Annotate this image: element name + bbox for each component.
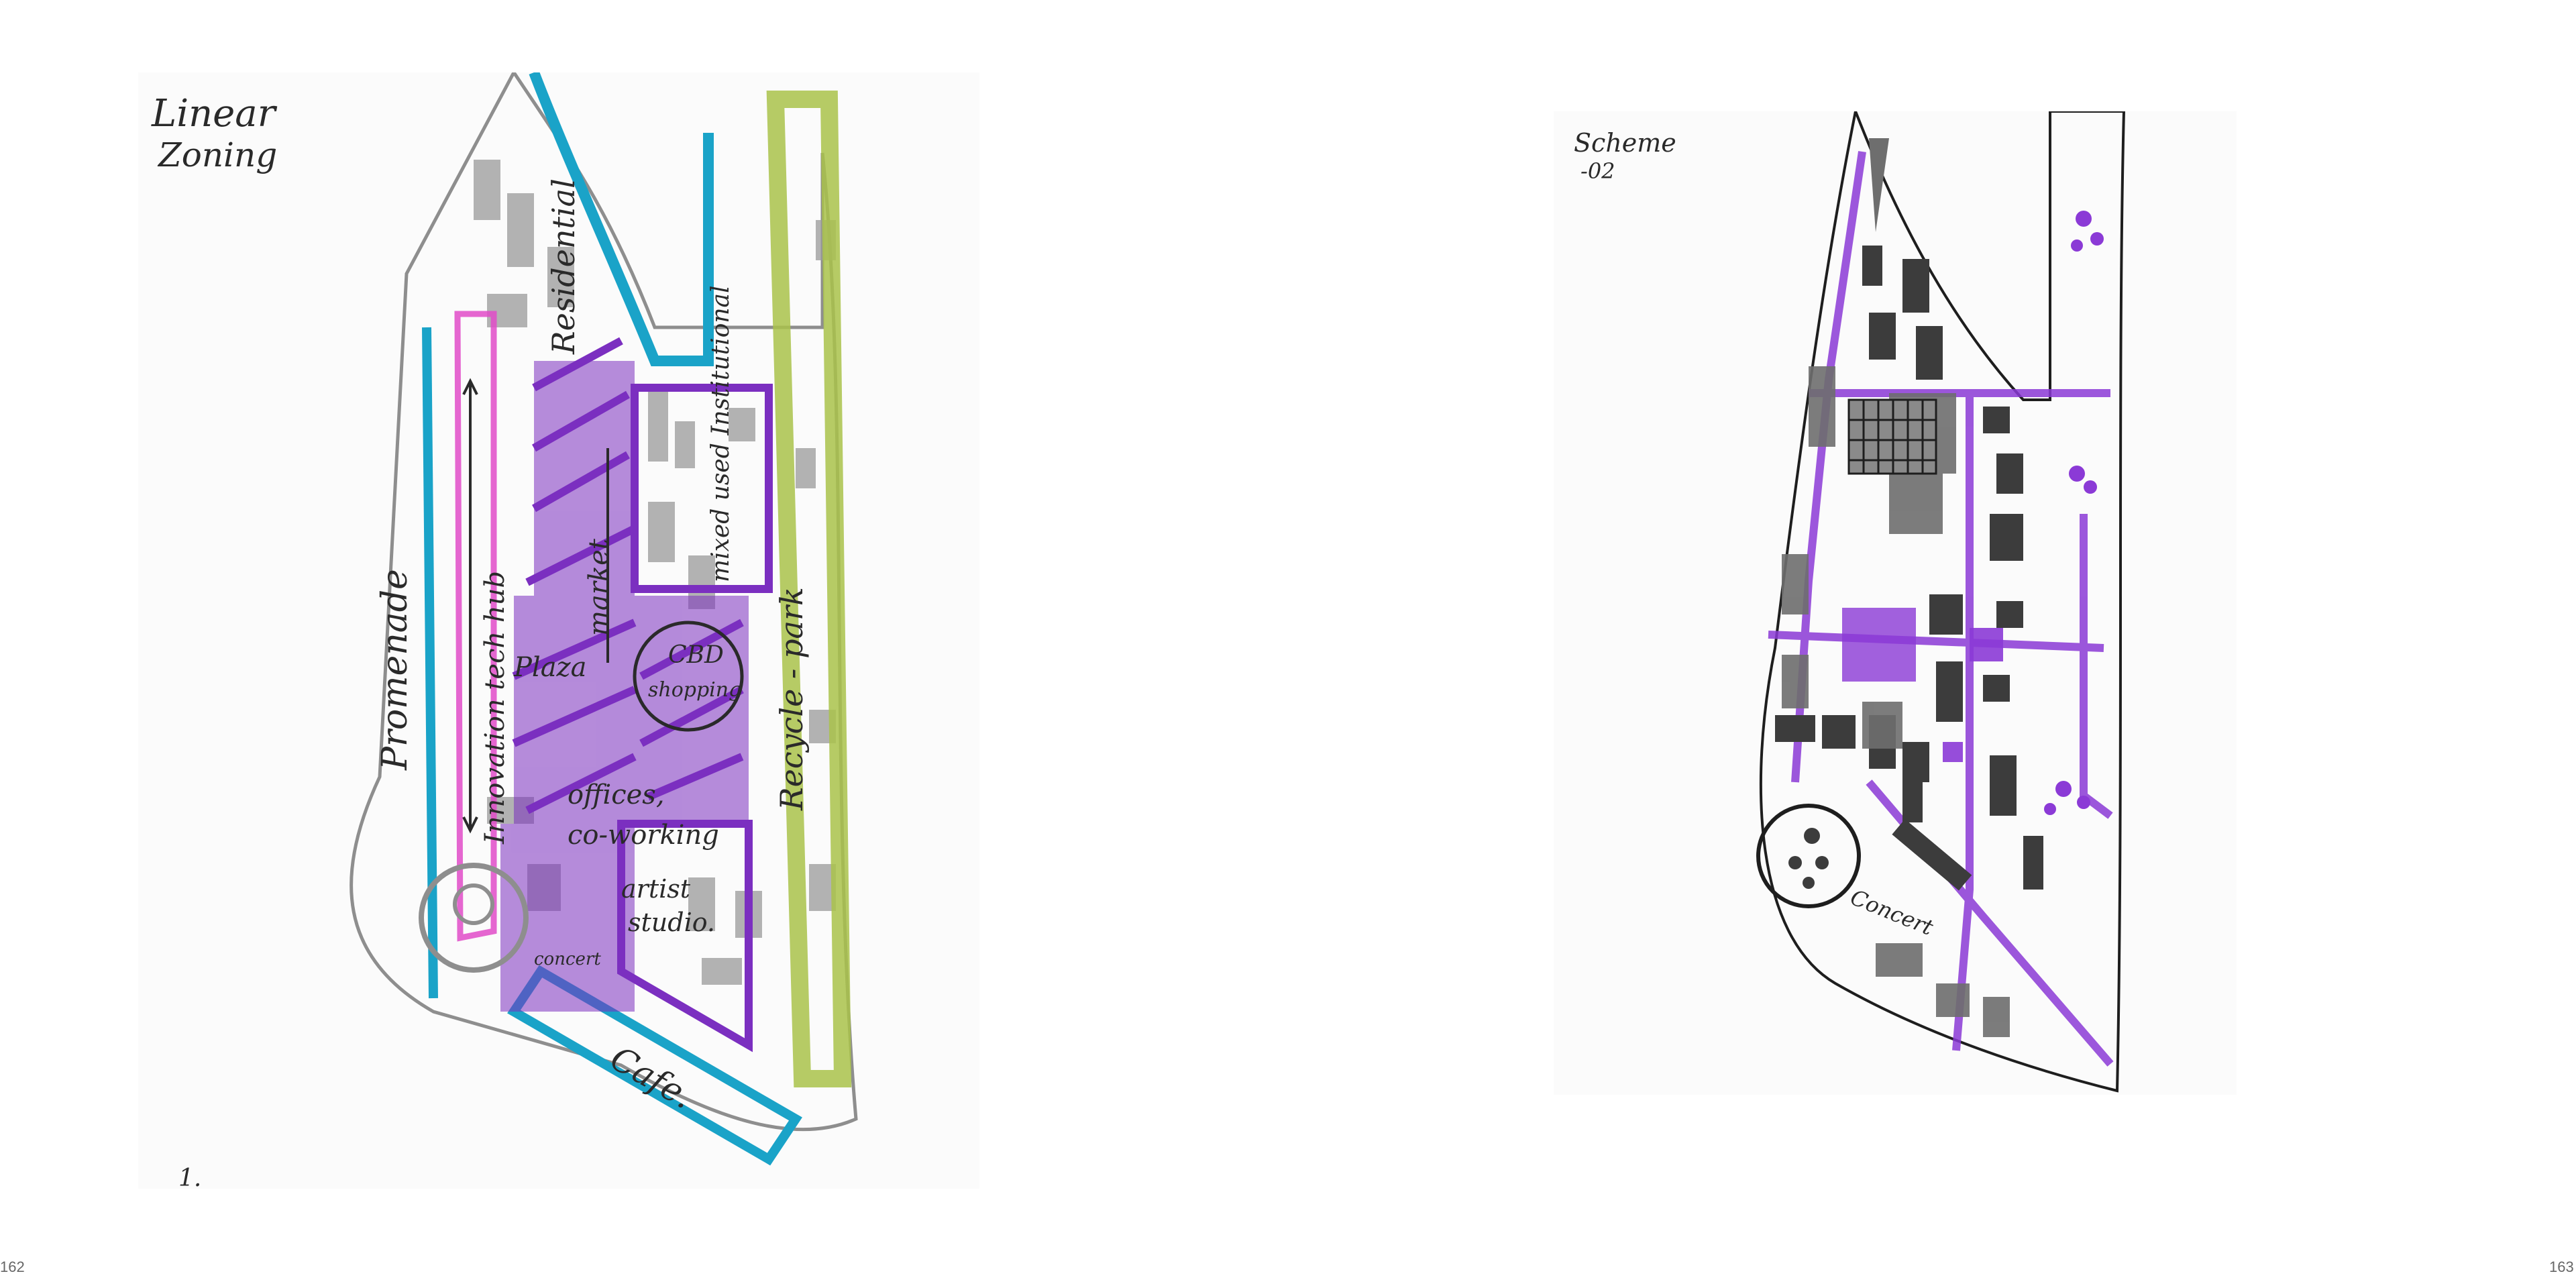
corner-mark: 1. — [178, 1165, 201, 1189]
label-mixed: mixed used Institutional — [707, 285, 735, 582]
purple-node — [1970, 628, 2003, 661]
label-concert-left: concert — [534, 949, 601, 969]
grid-block — [1847, 398, 1937, 475]
park-strip — [766, 91, 852, 1087]
page-number-right: 163 — [2549, 1258, 2574, 1275]
label-innovation: Innovation tech hub — [480, 571, 511, 845]
purple-plaza — [1842, 608, 1916, 682]
scheme-title-line2: -02 — [1580, 158, 1615, 184]
label-artist: artist — [621, 874, 691, 904]
purple-dots — [2044, 211, 2104, 815]
title-line1: Linear — [151, 92, 278, 136]
label-recycle-park: Recycle - park — [773, 587, 810, 811]
purple-node-small — [1943, 742, 1963, 762]
linear-zoning-sketch: Linear Zoning Residential Innovation tec… — [138, 72, 979, 1189]
label-market: market — [584, 538, 614, 636]
concert-circle-right — [1756, 804, 1861, 908]
linear-zoning-drawing: Linear Zoning Residential Innovation tec… — [151, 72, 858, 1189]
north-tip-block — [1869, 138, 1889, 232]
label-offices: offices, — [568, 780, 665, 810]
concert-dots — [1788, 828, 1829, 889]
magenta-outline — [454, 311, 497, 942]
blue-edge-line — [529, 72, 714, 366]
page-number-left: 162 — [0, 1258, 25, 1275]
label-shopping: shopping — [648, 678, 741, 702]
label-plaza: Plaza — [513, 652, 586, 683]
cbd-circle — [633, 621, 744, 732]
concert-inner-circle — [453, 883, 494, 925]
label-coworking: co-working — [568, 820, 719, 851]
label-concert-right: Concert — [1847, 884, 1937, 941]
purple-outlines — [512, 337, 773, 1053]
scheme-02-sketch: Scheme -02 Concert — [1554, 111, 2237, 1095]
hand-arrows — [462, 378, 609, 834]
scheme-title-line1: Scheme — [1574, 128, 1676, 158]
title-line2: Zoning — [157, 136, 277, 174]
concert-circle — [419, 863, 529, 973]
label-promenade: Promenade — [375, 569, 415, 771]
label-residential: Residential — [545, 178, 582, 355]
label-cbd: CBD — [668, 641, 724, 669]
scheme-02-drawing: Scheme -02 Concert — [1574, 111, 2126, 1093]
label-studio: studio. — [628, 908, 715, 937]
